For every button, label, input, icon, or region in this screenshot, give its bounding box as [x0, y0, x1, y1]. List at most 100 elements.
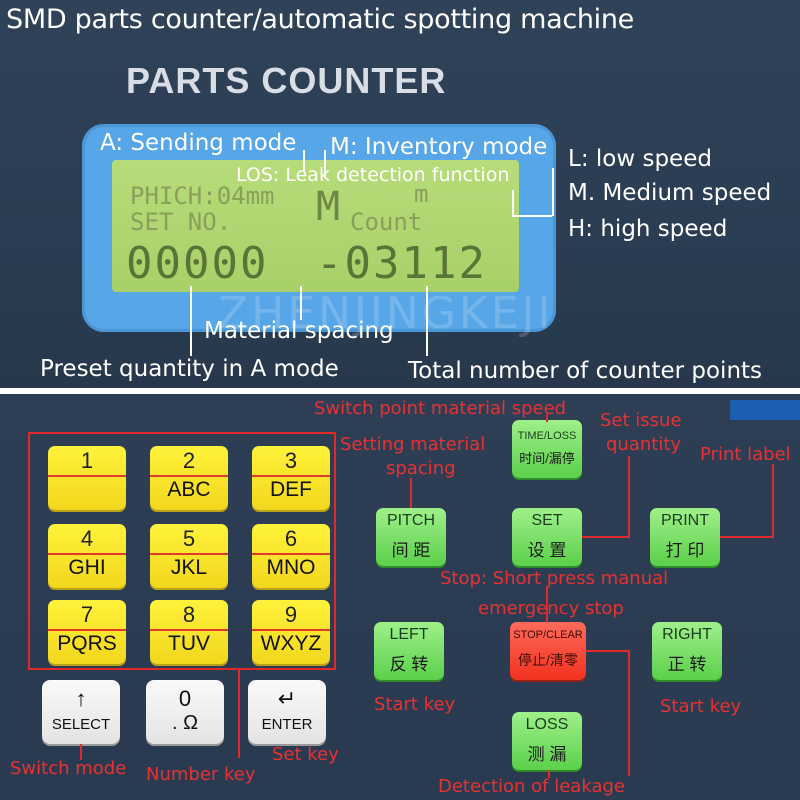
- key-label-cn: 正 转: [667, 655, 707, 674]
- key-1[interactable]: 1: [48, 446, 126, 510]
- keypad-bracket: [238, 668, 336, 670]
- key-0[interactable]: 0. Ω: [146, 680, 224, 744]
- key-label: PRINT: [661, 512, 709, 529]
- annotation-set-issue-quantity: quantity: [606, 434, 682, 455]
- key-letters: DEF: [270, 478, 312, 501]
- lcd-count-label: Count: [350, 208, 423, 236]
- key-label-cn: 设 置: [527, 541, 567, 560]
- pointer-line: [190, 286, 192, 356]
- annotation-material-spacing: Material spacing: [204, 318, 394, 344]
- loss-button[interactable]: LOSS 测 漏: [512, 712, 582, 770]
- annotation-preset-quantity: Preset quantity in A mode: [40, 356, 339, 382]
- annotation-setting-spacing: Setting material: [340, 434, 486, 455]
- annotation-start-key-left: Start key: [374, 694, 456, 715]
- key-label: LOSS: [525, 716, 569, 733]
- keypad-bracket: [334, 432, 336, 670]
- annotation-switch-point-speed: Switch point material speed: [314, 398, 567, 419]
- pointer-line: [512, 190, 514, 216]
- pointer-line: [546, 414, 548, 422]
- pointer-line: [80, 744, 82, 760]
- left-button[interactable]: LEFT 反 转: [374, 622, 444, 680]
- lcd-mode: M: [316, 184, 341, 230]
- arrow-up-icon: ↑: [75, 686, 87, 711]
- pointer-line: [512, 215, 552, 217]
- divider: [0, 388, 800, 394]
- stop-clear-button[interactable]: STOP/CLEAR 停止/清零: [510, 622, 586, 680]
- annotation-total-points: Total number of counter points: [408, 358, 763, 384]
- lcd-count-value: -03112: [316, 238, 487, 289]
- key-label: ENTER: [261, 716, 313, 733]
- keypad-bracket: [28, 432, 30, 670]
- select-button[interactable]: ↑SELECT: [42, 680, 120, 744]
- lcd-set-no: SET NO.: [130, 208, 232, 236]
- key-number: 2: [182, 448, 196, 473]
- pointer-line: [772, 464, 774, 536]
- key-label-cn: 时间/漏停: [519, 451, 575, 466]
- pointer-line: [546, 586, 548, 622]
- pointer-line: [426, 286, 428, 356]
- annotation-switch-mode: Switch mode: [10, 758, 127, 779]
- pointer-line: [410, 478, 412, 508]
- pointer-line: [300, 286, 302, 320]
- key-label-cn: 打 印: [665, 541, 705, 560]
- print-button[interactable]: PRINT 打 印: [650, 508, 720, 566]
- key-number: 1: [80, 448, 94, 473]
- annotation-number-key: Number key: [146, 764, 256, 785]
- annotation-stop-manual: Stop: Short press manual: [440, 568, 669, 589]
- key-number: 3: [284, 448, 298, 473]
- keypad-bracket: [238, 668, 240, 758]
- lcd-speed: m: [414, 180, 429, 208]
- pointer-line: [303, 150, 305, 172]
- key-label-cn: 测 漏: [527, 745, 567, 764]
- key-letters: PQRS: [57, 632, 117, 655]
- annotation-setting-spacing-2: spacing: [386, 458, 456, 479]
- key-letters: JKL: [170, 556, 208, 579]
- pointer-line: [628, 650, 630, 776]
- annotation-set-issue: Set issue: [600, 410, 682, 431]
- keypad-panel: [0, 394, 800, 800]
- annotation-detection-leakage: Detection of leakage: [438, 776, 625, 797]
- watermark: ZHENJINGKEJI: [218, 288, 554, 339]
- annotation-sending-mode: A: Sending mode: [100, 130, 297, 156]
- key-label: SET: [531, 512, 563, 529]
- key-number: 9: [284, 602, 298, 627]
- key-number: 8: [182, 602, 196, 627]
- enter-icon: ↵: [277, 686, 297, 711]
- key-letters: WXYZ: [260, 632, 322, 655]
- key-label-cn: 停止/清零: [518, 652, 578, 668]
- key-letters: GHI: [68, 556, 106, 579]
- key-letters: TUV: [168, 632, 210, 655]
- edge-tab: [730, 400, 800, 420]
- annotation-emergency-stop: emergency stop: [478, 598, 624, 619]
- key-number: 0: [178, 686, 192, 711]
- key-letters: ABC: [167, 478, 211, 501]
- annotation-los: LOS: Leak detection function: [236, 164, 510, 186]
- keypad-bracket: [28, 668, 240, 670]
- key-number: 6: [284, 526, 298, 551]
- enter-button[interactable]: ↵ ENTER: [248, 680, 326, 744]
- annotation-set-key: Set key: [272, 744, 339, 765]
- key-label: STOP/CLEAR: [513, 629, 583, 641]
- key-label: LEFT: [389, 626, 429, 643]
- key-label-cn: 间 距: [391, 541, 431, 560]
- lcd-pitch: PHICH:04mm: [130, 182, 275, 210]
- annotation-print-label: Print label: [700, 444, 791, 465]
- page-title: SMD parts counter/automatic spotting mac…: [6, 4, 634, 35]
- annotation-high-speed: H: high speed: [568, 216, 728, 242]
- key-label-cn: 反 转: [389, 655, 429, 674]
- lcd-screen: [112, 160, 519, 292]
- keypad-bracket: [28, 432, 336, 434]
- set-button[interactable]: SET 设 置: [512, 508, 582, 566]
- annotation-inventory-mode: M: Inventory mode: [330, 134, 548, 160]
